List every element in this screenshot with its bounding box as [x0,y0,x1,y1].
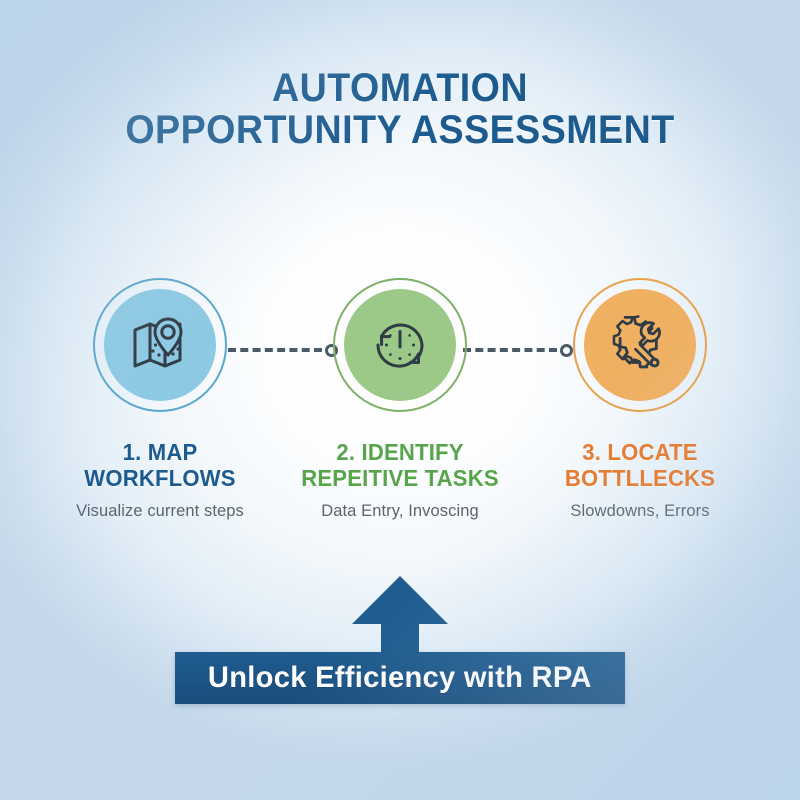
step-1-outer-ring [93,278,227,412]
title-line-1: AUTOMATION [271,66,529,110]
step-3-icon-circle [573,278,707,412]
page-title: AUTOMATION OPPORTUNITY ASSESSMENT [0,66,800,152]
up-arrow-icon [350,572,450,658]
step-3-outer-ring [573,278,707,412]
step-2-identify-repeitive-tasks[interactable]: 2. IDENTIFY REPEITIVE TASKS Data Entry, … [278,278,522,521]
step-1-icon-circle [93,278,227,412]
clock-repeat-icon [344,289,456,401]
connector-dashed-line [228,348,322,352]
step-2-title-line-1: 2. IDENTIFY [336,439,464,465]
connector-step2-step3 [463,342,573,358]
title-line-2: OPPORTUNITY ASSESSMENT [125,107,675,152]
step-2-title: 2. IDENTIFY REPEITIVE TASKS [283,439,517,492]
step-3-subtitle: Slowdowns, Errors [570,500,710,520]
connector-dashed-line [463,348,557,352]
step-2-outer-ring [333,278,467,412]
step-1-title-line-2: WORKFLOWS [84,464,236,491]
step-2-icon-circle [333,278,467,412]
step-1-subtitle: Visualize current steps [76,500,244,520]
step-2-title-line-2: REPEITIVE TASKS [301,464,499,491]
step-3-title-line-1: 3. LOCATE [582,439,698,465]
step-3-locate-bottllecks[interactable]: 3. LOCATE BOTTLLECKS Slowdowns, Errors [518,278,762,521]
cta-banner[interactable]: Unlock Efficiency with RPA [175,652,625,704]
step-3-title-line-2: BOTTLLECKS [564,464,716,491]
step-1-map-workflows[interactable]: 1. MAP WORKFLOWS Visualize current steps [38,278,282,521]
step-1-title-line-1: 1. MAP [122,439,198,465]
step-3-title: 3. LOCATE BOTTLLECKS [523,439,757,492]
gear-wrench-icon [584,289,696,401]
call-to-action: Unlock Efficiency with RPA [0,572,800,712]
step-1-title: 1. MAP WORKFLOWS [43,439,277,492]
map-pin-icon [104,289,216,401]
step-2-subtitle: Data Entry, Invoscing [321,500,479,520]
connector-end-dot-icon [560,343,573,357]
cta-banner-text: Unlock Efficiency with RPA [208,661,592,694]
steps-row: 1. MAP WORKFLOWS Visualize current steps [0,278,800,521]
